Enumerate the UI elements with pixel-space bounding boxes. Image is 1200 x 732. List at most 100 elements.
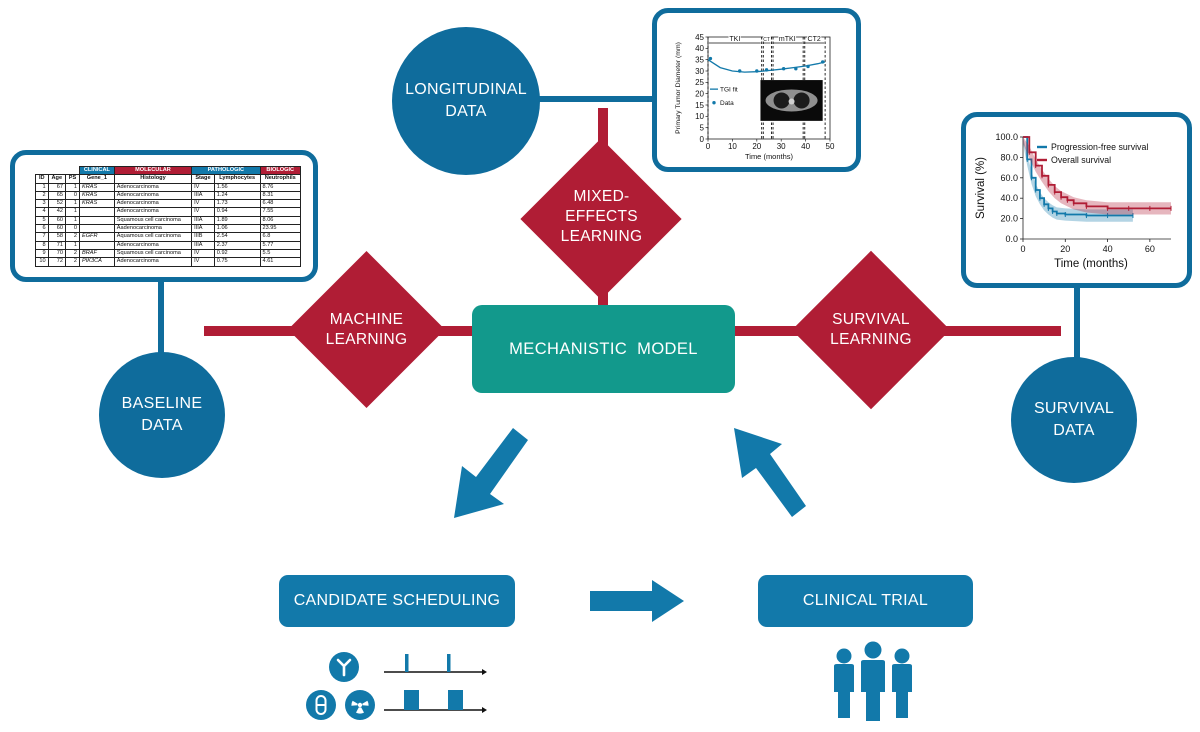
candidate-scheduling-box: CANDIDATE SCHEDULING	[279, 575, 515, 627]
y-tick-label: 15	[695, 101, 704, 110]
table-cell: 8.31	[259, 190, 302, 201]
confidence-band	[1023, 137, 1133, 222]
x-tick-label: 10	[728, 142, 737, 151]
legend-data-swatch	[712, 101, 716, 105]
table-cell: 8.76	[259, 182, 302, 192]
y-tick-label: 10	[695, 112, 704, 121]
x-tick-label: 20	[1060, 244, 1070, 254]
data-point	[738, 69, 742, 73]
y-tick-label: 0	[700, 135, 705, 144]
table-cell: 1.24	[213, 190, 261, 201]
column-header: Lymphocytes	[213, 174, 261, 184]
table-cell: 2	[65, 248, 80, 259]
table-cell: Adenocarcinoma	[113, 190, 193, 201]
table-cell: 1.89	[213, 215, 261, 226]
connector-survival	[1074, 286, 1080, 361]
table-cell: 4.61	[259, 257, 302, 267]
y-axis-label: Primary Tumor Diameter (mm)	[675, 42, 682, 134]
table-cell: 2.54	[213, 232, 261, 242]
schedule-timelines	[384, 654, 487, 713]
table-cell: KRAS	[78, 199, 115, 209]
phase-label: mTKI	[779, 36, 796, 43]
table-cell: 7.55	[259, 207, 302, 217]
data-point	[764, 68, 769, 72]
table-cell: 72	[47, 257, 67, 267]
table-cell: EGFR	[78, 232, 115, 242]
y-tick-label: 20.0	[1000, 214, 1018, 224]
table-cell: Adenocarcinoma	[113, 240, 193, 250]
table-cell: 60	[47, 224, 67, 234]
table-cell: 0.75	[213, 257, 261, 267]
table-cell: 60	[47, 215, 67, 226]
baseline-table-frame: CLINICAL MOLECULAR PATHOLOGIC BIOLOGIC I…	[10, 150, 318, 282]
table-cell: 8	[35, 240, 49, 250]
group-biologic: BIOLOGIC	[259, 165, 302, 176]
y-tick-label: 40.0	[1000, 193, 1018, 203]
data-point	[755, 69, 759, 73]
y-tick-label: 35	[695, 55, 704, 64]
table-cell: IIIA	[191, 240, 215, 250]
x-tick-label: 40	[801, 142, 810, 151]
table-cell: IIIA	[191, 224, 215, 234]
y-tick-label: 45	[695, 33, 704, 42]
ct-lung-right	[793, 92, 810, 109]
phase-label: CT	[763, 37, 770, 43]
table-cell: 65	[47, 190, 67, 201]
table-cell: IV	[191, 207, 215, 217]
column-header: Neutrophils	[259, 174, 302, 184]
table-cell: PIK3CA	[78, 257, 115, 267]
table-cell: 0.92	[213, 248, 261, 259]
table-cell: IIIA	[191, 215, 215, 226]
y-tick-label: 100.0	[995, 132, 1018, 142]
x-tick-label: 30	[777, 142, 786, 151]
table-cell: 9	[35, 248, 49, 259]
y-tick-label: 25	[695, 78, 704, 87]
data-point	[820, 60, 825, 64]
table-cell: Squamous cell carcinoma	[113, 215, 193, 226]
table-cell: Adenocarcinoma	[113, 207, 193, 217]
data-point	[781, 67, 786, 71]
table-cell: IV	[191, 248, 215, 259]
people-icon	[834, 641, 912, 722]
table-cell: 67	[47, 182, 67, 192]
phase-label: CT2	[808, 36, 821, 43]
table-cell: 2	[65, 232, 80, 242]
table-cell: 1	[65, 207, 80, 217]
ct-heart	[788, 98, 795, 105]
y-tick-label: 40	[695, 44, 704, 53]
data-point	[794, 67, 798, 71]
x-tick-label: 40	[1103, 244, 1113, 254]
table-cell: 1	[65, 182, 80, 192]
group-clinical: CLINICAL	[78, 165, 115, 176]
table-cell: 5.77	[259, 240, 302, 250]
table-cell: IV	[191, 182, 215, 192]
x-axis-label: Time (months)	[1054, 258, 1128, 270]
x-tick-label: 50	[826, 142, 835, 151]
table-cell	[78, 215, 115, 226]
column-header: Age	[47, 174, 67, 184]
table-cell: Aquamous cell carcinoma	[113, 232, 193, 242]
table-cell: Aadenocarcinoma	[113, 224, 193, 234]
table-cell: 58	[47, 232, 67, 242]
table-cell: 2.37	[213, 240, 261, 250]
x-tick-label: 20	[752, 142, 761, 151]
table-cell: 8.06	[259, 215, 302, 226]
x-tick-label: 0	[1020, 244, 1025, 254]
table-cell: Squamous cell carcinoma	[113, 248, 193, 259]
clinical-trial-label: CLINICAL TRIAL	[802, 592, 929, 609]
column-header: ID	[35, 174, 49, 184]
table-cell: 1	[65, 240, 80, 250]
table-cell: KRAS	[78, 190, 115, 201]
table-cell: Adenocarcinoma	[113, 257, 193, 267]
table-cell: BRAF	[78, 248, 115, 259]
dose-block	[448, 690, 463, 710]
